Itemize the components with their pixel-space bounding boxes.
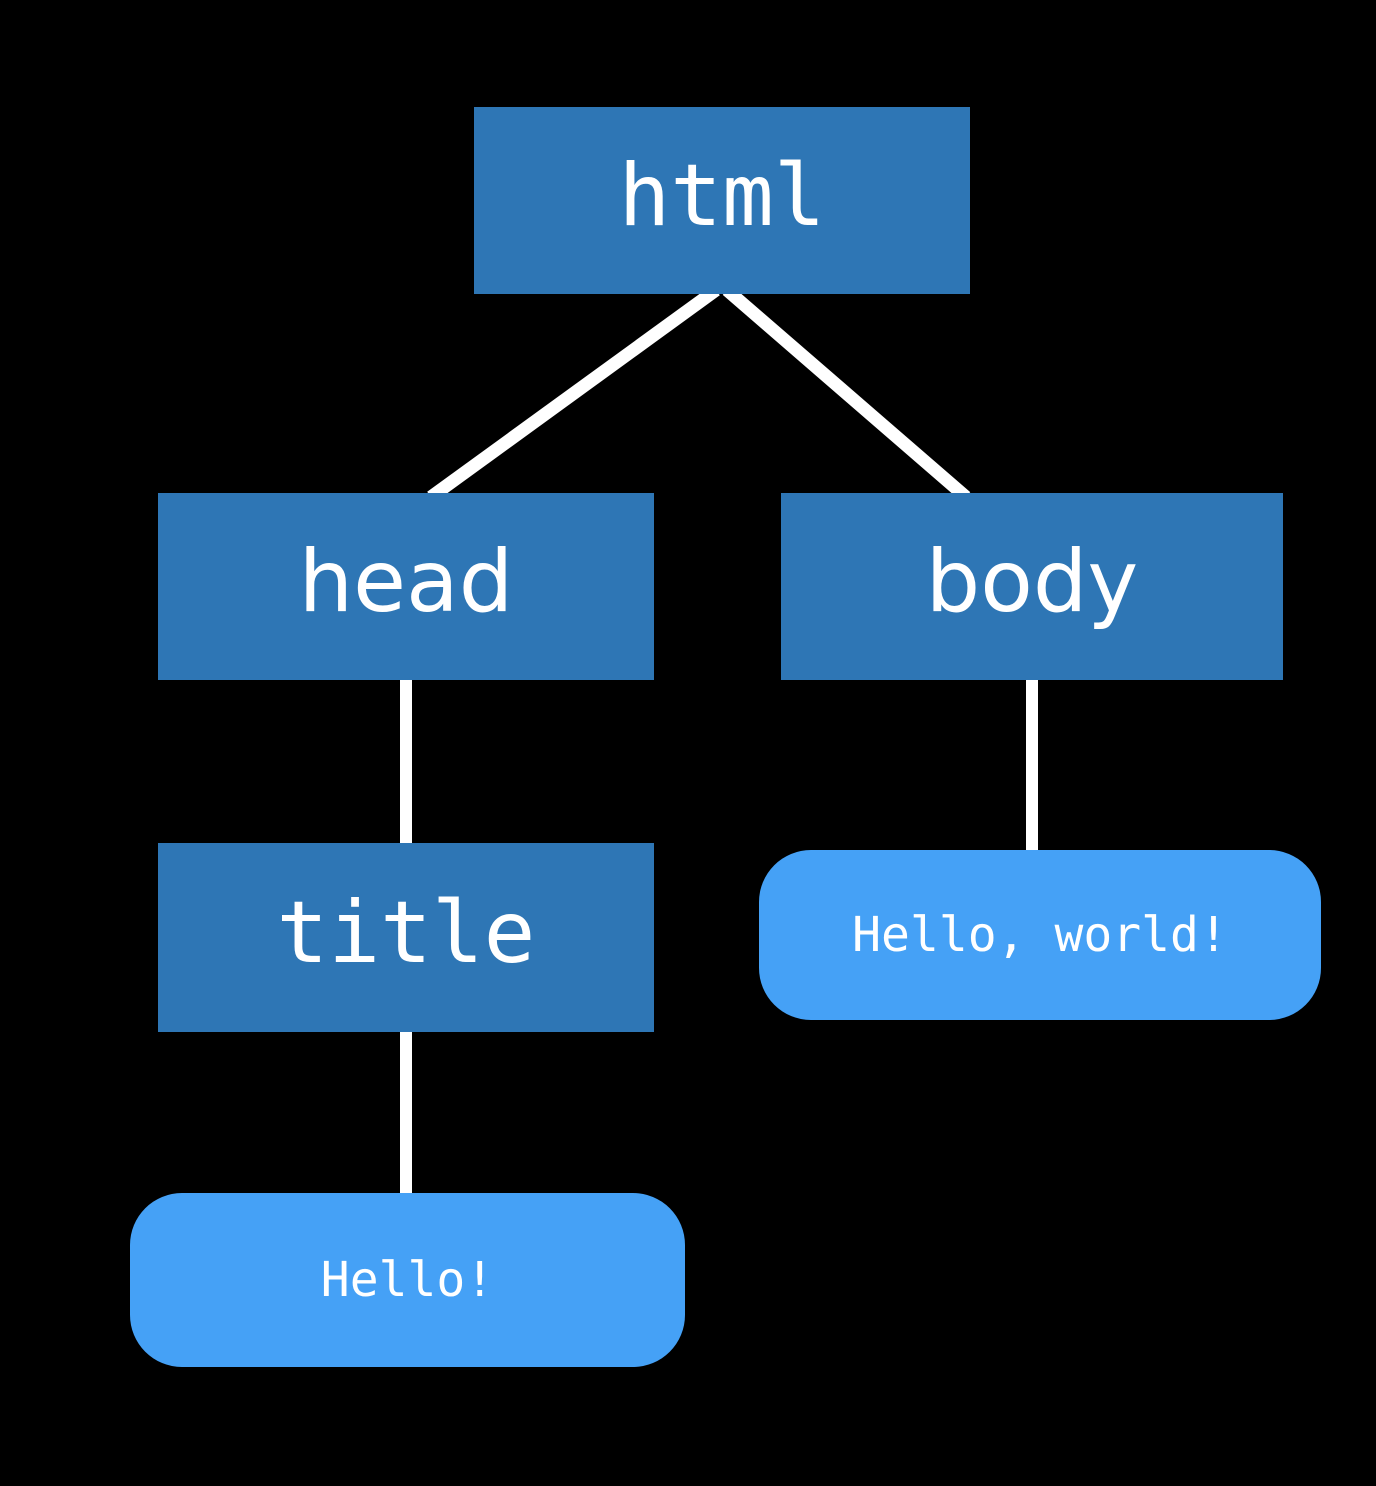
node-head-label: head — [298, 531, 514, 632]
edge-html-body — [722, 285, 971, 502]
node-text-hello-world-label: Hello, world! — [852, 907, 1228, 963]
node-text-hello-label: Hello! — [320, 1252, 495, 1308]
edge-html-head — [427, 284, 720, 503]
node-html-label: html — [618, 145, 826, 246]
node-body-label: body — [925, 531, 1139, 632]
node-body: body — [781, 493, 1283, 680]
node-title: title — [158, 843, 654, 1032]
node-html: html — [474, 107, 970, 294]
node-text-hello-world: Hello, world! — [759, 850, 1321, 1020]
node-title-label: title — [276, 882, 536, 983]
node-head: head — [158, 493, 654, 680]
node-text-hello: Hello! — [130, 1193, 685, 1367]
